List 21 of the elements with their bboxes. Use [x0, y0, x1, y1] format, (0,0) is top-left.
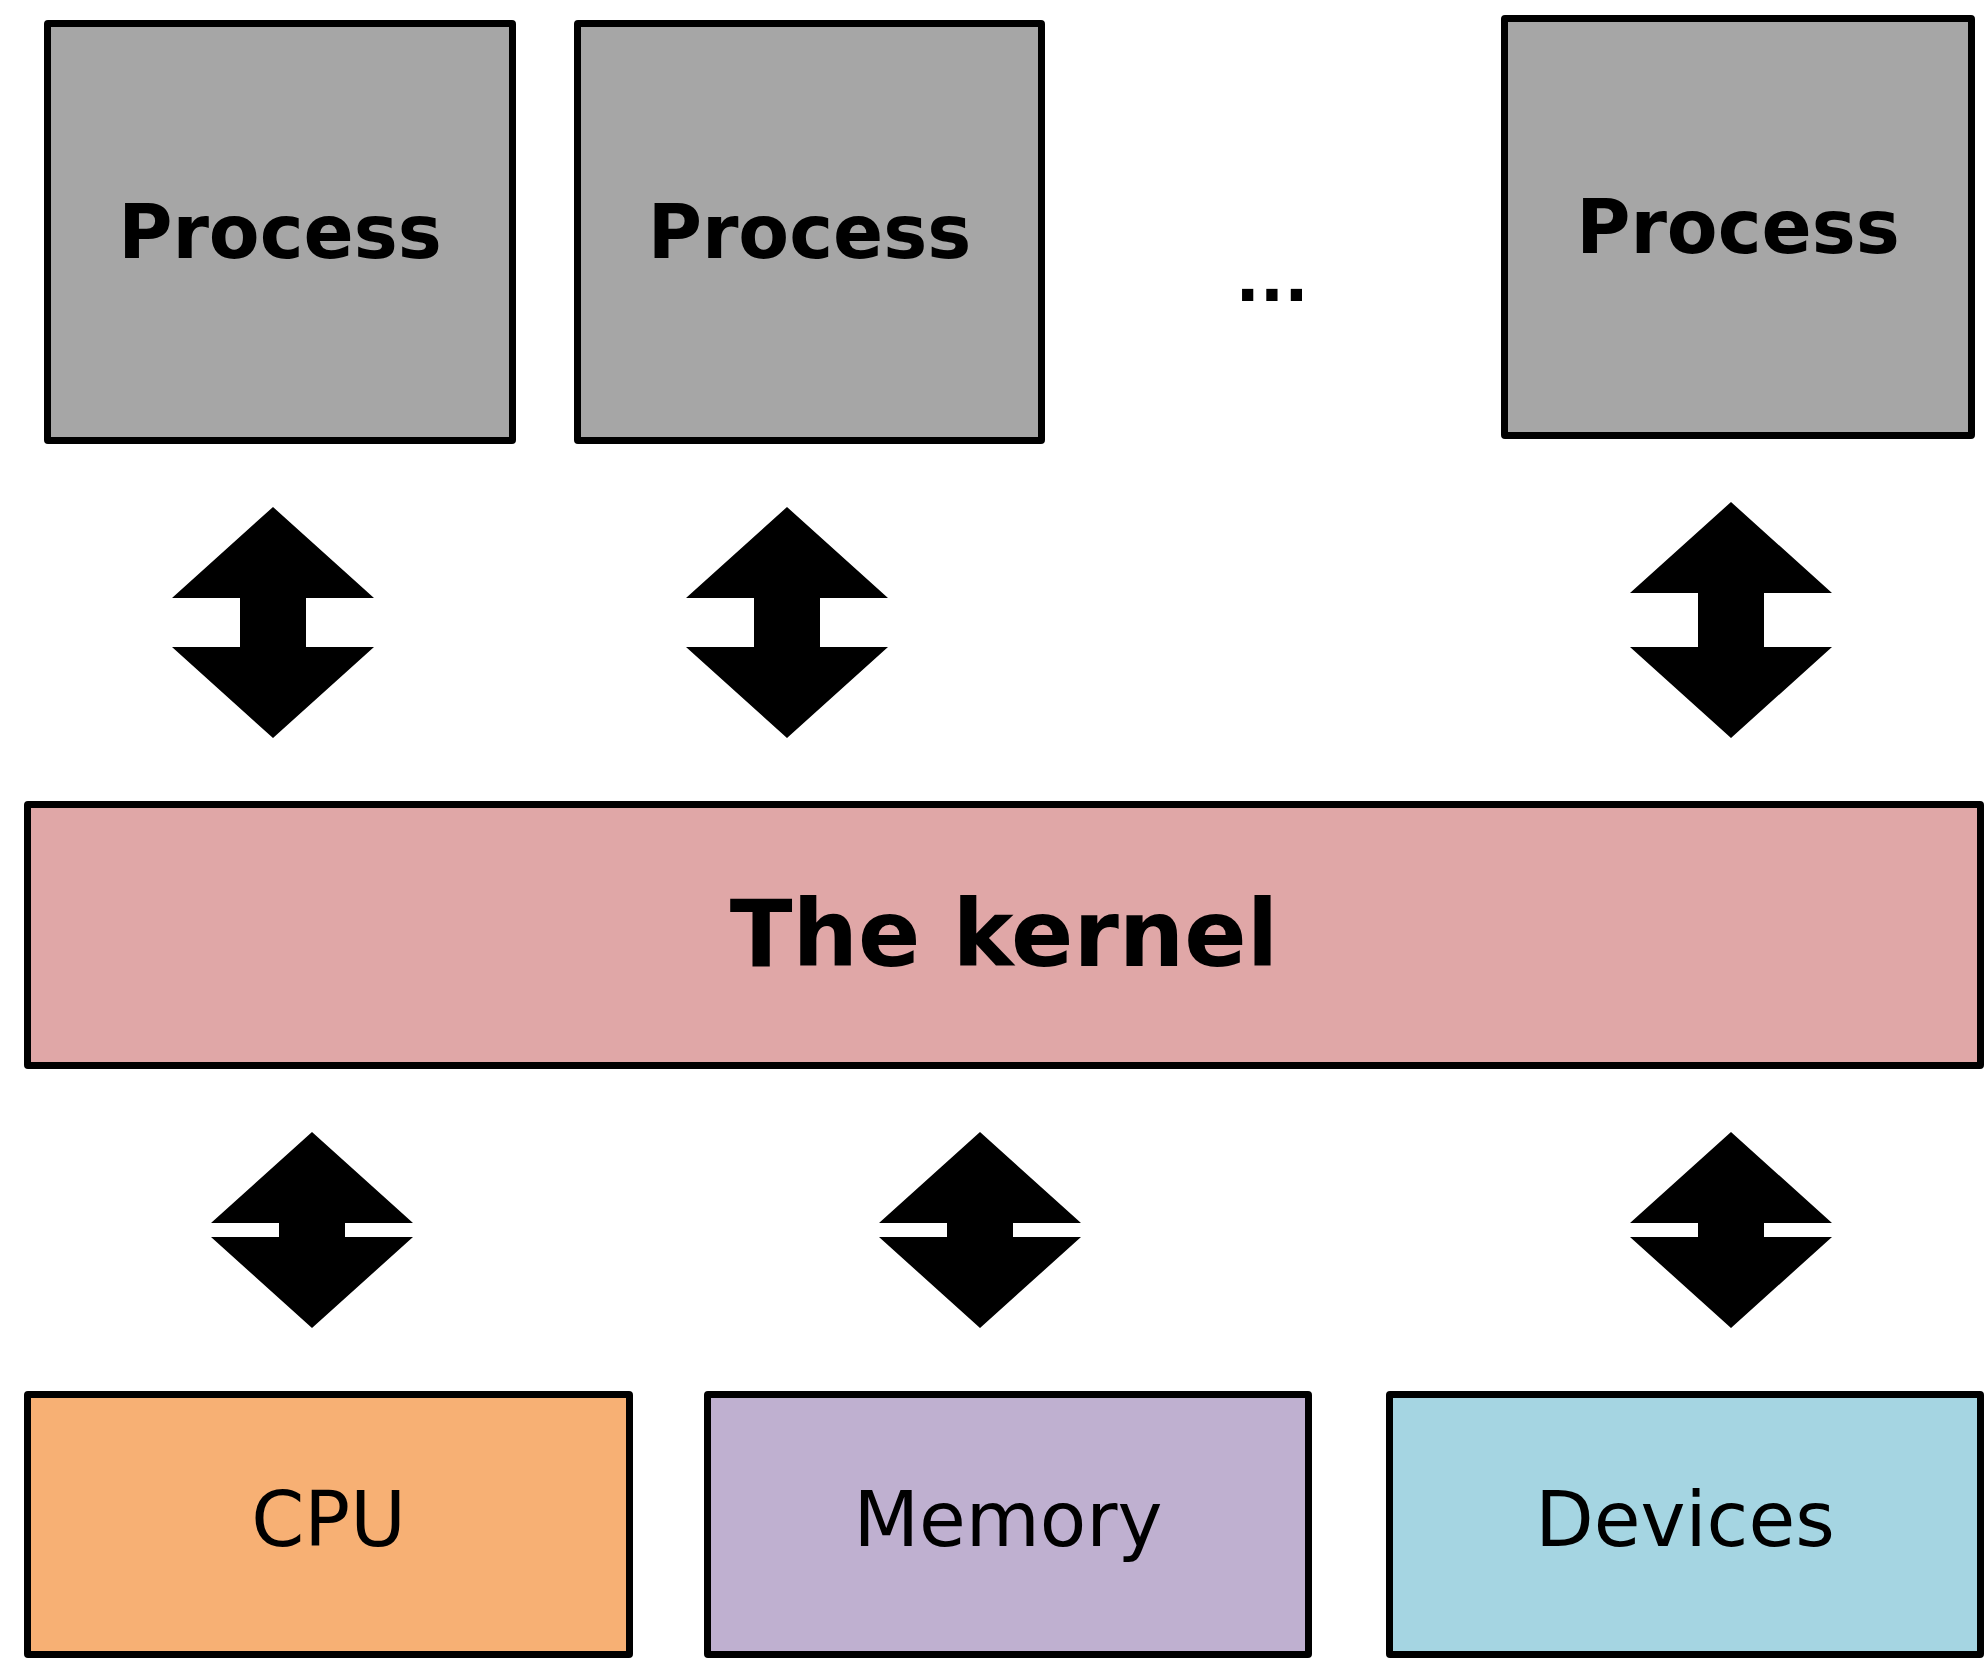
process-box: [44, 20, 516, 444]
double-arrow: [686, 507, 888, 738]
hardware-box: [24, 1391, 633, 1658]
double-arrow: [1630, 502, 1832, 738]
process-box: [1501, 15, 1975, 439]
node-label: Process: [1575, 182, 1901, 272]
double-arrow: [879, 1132, 1081, 1328]
node-label: Process: [646, 187, 973, 277]
node-label: Process: [117, 187, 443, 277]
process-box: [574, 20, 1045, 444]
hardware-box: [704, 1391, 1312, 1658]
node-label: CPU: [250, 1473, 407, 1566]
double-arrow: [172, 507, 374, 738]
node-label: The kernel: [728, 879, 1280, 990]
double-arrow: [1630, 1132, 1832, 1328]
ellipsis-label: ...: [1235, 242, 1309, 317]
node-label: Memory: [852, 1473, 1164, 1566]
double-arrow: [211, 1132, 413, 1328]
hardware-box: [1386, 1391, 1984, 1658]
node-label: Devices: [1534, 1473, 1836, 1566]
kernel-bar: [24, 801, 1984, 1069]
